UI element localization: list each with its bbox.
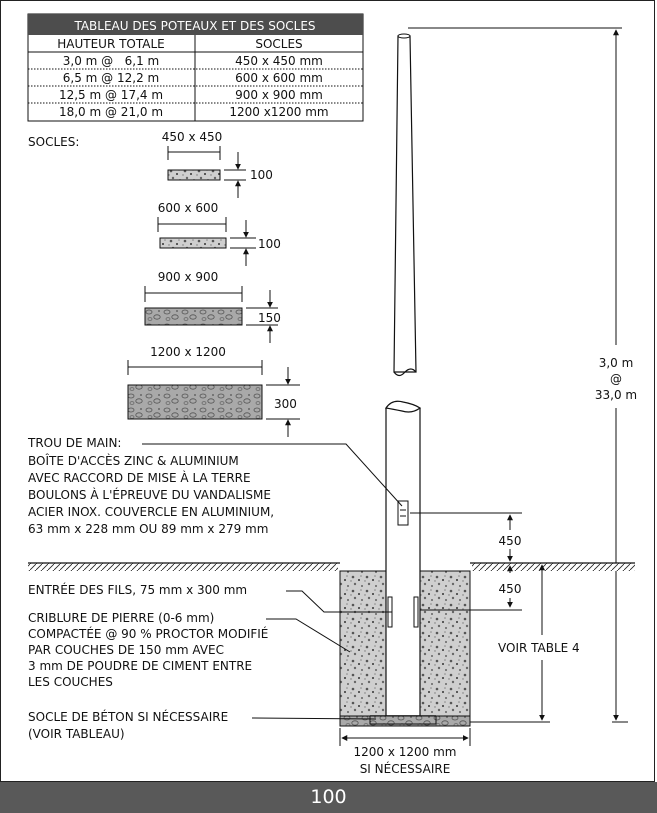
handhole-title: TROU DE MAIN:: [27, 436, 121, 450]
base-size-label: 1200 x 1200 mm: [353, 745, 456, 759]
gravel-line: LES COUCHES: [28, 675, 113, 689]
table-cell-height: 12,5 m @ 17,4 m: [59, 88, 163, 102]
pole-top: [393, 33, 417, 377]
table-title-bar: [28, 14, 363, 35]
socle-block: [167, 169, 221, 181]
handhole-line: BOÎTE D'ACCÈS ZINC & ALUMINIUM: [28, 453, 239, 468]
pole-height-max: 33,0 m: [595, 388, 637, 402]
concrete-line: SOCLE DE BÉTON SI NÉCESSAIRE: [28, 709, 228, 724]
dim-450-lower: 450: [499, 582, 522, 596]
pole-lower: [369, 400, 437, 725]
handhole-door: [397, 500, 409, 526]
table-cell-socle: 600 x 600 mm: [235, 71, 323, 85]
page-footer: 100: [0, 782, 657, 813]
handhole-line: 63 mm x 228 mm OU 89 mm x 279 mm: [28, 522, 268, 536]
gravel-callout: CRIBLURE DE PIERRE (0-6 mm) COMPACTÉE @ …: [28, 611, 351, 689]
table-header-height: HAUTEUR TOTALE: [57, 37, 165, 51]
gravel-line: PAR COUCHES DE 150 mm AVEC: [28, 643, 224, 657]
table-cell-height: 6,5 m @ 12,2 m: [63, 71, 159, 85]
socle-height-label: 300: [274, 397, 297, 411]
wire-entry-callout: ENTRÉE DES FILS, 75 mm x 300 mm: [28, 582, 392, 613]
table-cell-socle: 900 x 900 mm: [235, 88, 323, 102]
dim-450-upper: 450: [499, 534, 522, 548]
pole-installation-diagram: TABLEAU DES POTEAUX ET DES SOCLES HAUTEU…: [27, 13, 637, 776]
socle-900: 900 x 900 150: [144, 270, 281, 343]
base-note-label: SI NÉCESSAIRE: [360, 761, 451, 776]
gravel-line: 3 mm DE POUDRE DE CIMENT ENTRE: [28, 659, 252, 673]
table-title: TABLEAU DES POTEAUX ET DES SOCLES: [73, 19, 315, 33]
gravel-line: CRIBLURE DE PIERRE (0-6 mm): [28, 611, 214, 625]
table-cell-height: 3,0 m @ 6,1 m: [63, 54, 159, 68]
socle-450: 450 x 450 100: [162, 130, 273, 198]
pole-height-dimension: 3,0 m @ 33,0 m: [408, 27, 637, 723]
socle-height-label: 100: [250, 168, 273, 182]
handhole-line: ACIER INOX. COUVERCLE EN ALUMINIUM,: [28, 505, 274, 519]
wire-dimensions: 450 450: [410, 512, 522, 611]
pole-socle-table: TABLEAU DES POTEAUX ET DES SOCLES HAUTEU…: [27, 13, 364, 122]
socle-size-label: 1200 x 1200: [150, 345, 226, 359]
table-cell-height: 18,0 m @ 21,0 m: [59, 105, 163, 119]
gravel-line: COMPACTÉE @ 90 % PROCTOR MODIFIÉ: [28, 626, 268, 641]
wire-entry-right: [413, 596, 419, 628]
handhole-callout: TROU DE MAIN: BOÎTE D'ACCÈS ZINC & ALUMI…: [27, 436, 403, 536]
page-number: 100: [310, 786, 347, 808]
socle-block: [127, 384, 263, 420]
table-header-socles: SOCLES: [255, 37, 302, 51]
pole-height-min: 3,0 m: [599, 356, 634, 370]
table-cell-socle: 1200 x1200 mm: [229, 105, 328, 119]
concrete-callout: SOCLE DE BÉTON SI NÉCESSAIRE (VOIR TABLE…: [28, 709, 377, 741]
socle-1200: 1200 x 1200 300: [127, 345, 300, 437]
socle-600: 600 x 600 100: [157, 201, 281, 266]
socle-size-label: 600 x 600: [158, 201, 219, 215]
excavation-depth-dimension: VOIR TABLE 4: [470, 562, 580, 723]
socle-size-label: 450 x 450: [162, 130, 223, 144]
page-frame: [0, 0, 655, 782]
base-width-dimension: 1200 x 1200 mm SI NÉCESSAIRE: [339, 728, 471, 776]
wire-entry-label: ENTRÉE DES FILS, 75 mm x 300 mm: [28, 582, 247, 597]
handhole-line: AVEC RACCORD DE MISE À LA TERRE: [28, 470, 251, 485]
socle-block: [159, 237, 227, 249]
table-cell-socle: 450 x 450 mm: [235, 54, 323, 68]
voir-table-label: VOIR TABLE 4: [498, 641, 580, 655]
socles-label: SOCLES:: [28, 135, 79, 149]
socle-height-label: 150: [258, 311, 281, 325]
socle-size-label: 900 x 900: [158, 270, 219, 284]
socle-block: [144, 307, 243, 326]
handhole-line: BOULONS À L'ÉPREUVE DU VANDALISME: [28, 487, 271, 502]
concrete-line: (VOIR TABLEAU): [28, 727, 125, 741]
socle-height-label: 100: [258, 237, 281, 251]
pole-height-at: @: [610, 372, 622, 386]
